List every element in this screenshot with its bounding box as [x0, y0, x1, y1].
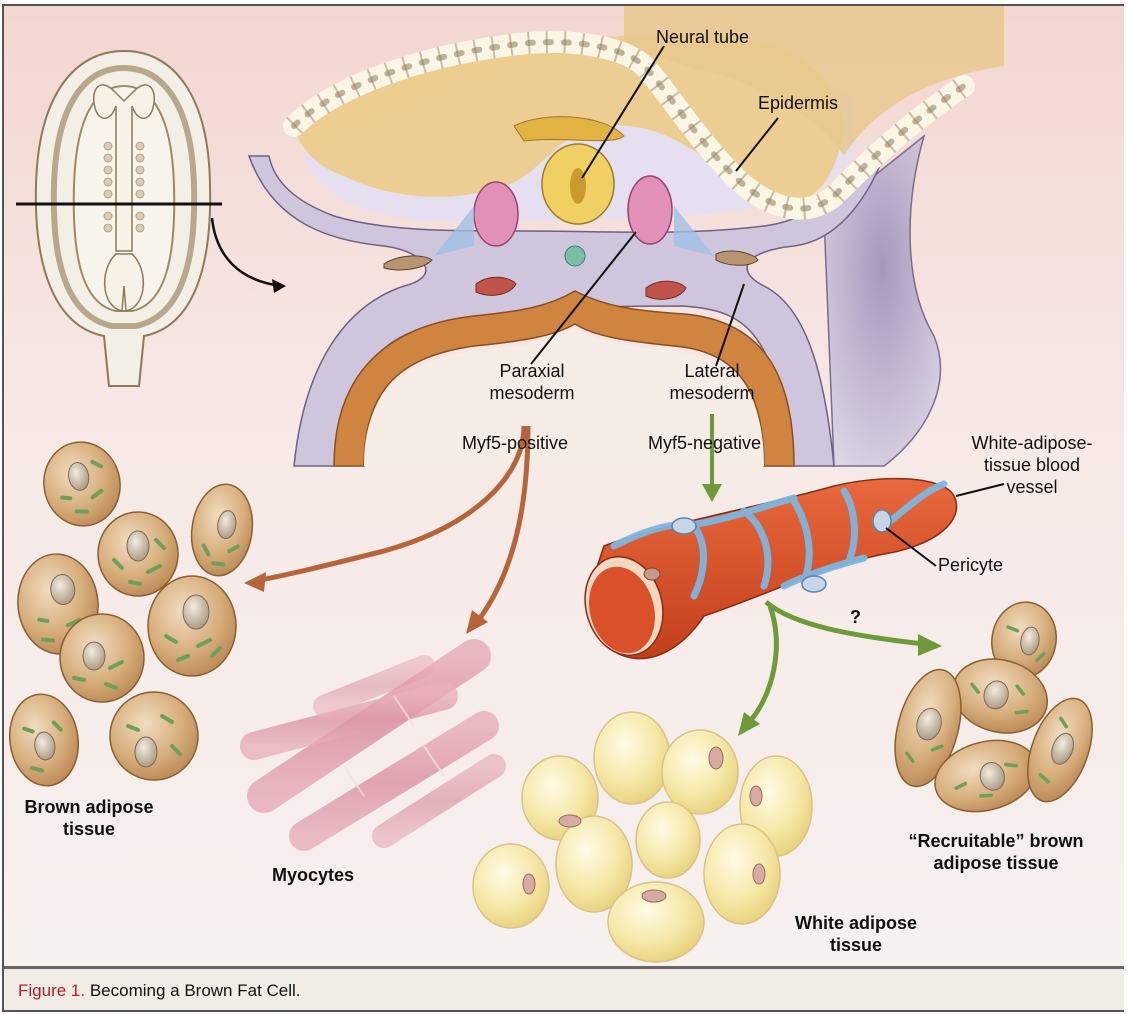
label-brown-adipose-line1: Brown adipose: [24, 797, 154, 817]
label-question-mark: ?: [850, 607, 861, 627]
arrowhead-white-adipose: [738, 712, 760, 736]
label-epidermis: Epidermis: [758, 93, 839, 113]
vessel-leader: [955, 483, 1005, 497]
figure-illustration: [4, 6, 1124, 966]
label-recruitable-brown-adipose: “Recruitable” brown adipose tissue: [896, 830, 1096, 874]
label-lateral-mesoderm: Lateral mesoderm: [662, 360, 762, 404]
label-wat-vessel-line2: tissue blood: [983, 455, 1081, 475]
arrowhead-brown-adipose: [244, 572, 266, 592]
embryo-cross-section: [247, 6, 1004, 467]
label-paraxial-line2: mesoderm: [489, 383, 575, 403]
blood-vessel: [584, 477, 958, 660]
somite-left: [473, 181, 519, 247]
label-paraxial-mesoderm: Paraxial mesoderm: [482, 360, 582, 404]
label-recruitable-line1: “Recruitable” brown: [908, 831, 1084, 851]
label-neural-tube: Neural tube: [656, 27, 750, 47]
arrowhead-myocytes: [466, 610, 488, 634]
neural-tube-leader: [581, 45, 665, 179]
label-myocytes: Myocytes: [272, 865, 355, 885]
label-wat-vessel-line3: vessel: [1006, 477, 1058, 497]
label-brown-adipose-tissue: Brown adipose tissue: [14, 796, 164, 840]
figure-title: Becoming a Brown Fat Cell.: [89, 981, 301, 1000]
label-paraxial-line1: Paraxial: [499, 361, 565, 381]
figure-number: Figure 1.: [18, 981, 86, 1000]
arrowhead-recruitable: [918, 634, 942, 656]
brown-adipose-cells: [8, 441, 254, 787]
arrow-to-white-adipose: [744, 605, 779, 728]
section-arrow: [210, 217, 283, 288]
embryo-dorsal-view: [34, 49, 212, 387]
paraxial-leader: [530, 231, 637, 365]
pericyte-nuclei: [671, 509, 892, 593]
label-white-adipose-line2: tissue: [829, 935, 883, 955]
label-wat-blood-vessel: White-adipose- tissue blood vessel: [962, 432, 1102, 498]
epidermis-leader: [735, 117, 779, 172]
label-lateral-line2: mesoderm: [669, 383, 755, 403]
arrowhead-vessel: [702, 484, 722, 502]
pericyte-processes: [610, 480, 948, 600]
caption-bar: Figure 1. Becoming a Brown Fat Cell.: [4, 966, 1124, 1010]
arrow-to-brown-adipose: [253, 425, 527, 584]
label-wat-vessel-line1: White-adipose-: [971, 433, 1093, 453]
label-myf5-positive: Myf5-positive: [462, 433, 569, 453]
label-pericyte: Pericyte: [938, 555, 1004, 575]
recruitable-brown-cells: [894, 601, 1093, 813]
somite-right: [627, 175, 673, 245]
arrow-to-recruitable: [764, 600, 925, 647]
lateral-leader: [715, 283, 745, 367]
white-adipose-cells: [472, 711, 813, 963]
label-myf5-negative: Myf5-negative: [648, 433, 762, 453]
label-lateral-line1: Lateral: [684, 361, 740, 381]
myocytes-fibers: [240, 639, 506, 851]
label-white-adipose-tissue: White adipose tissue: [786, 912, 926, 956]
arrow-to-myocytes: [472, 425, 531, 628]
section-arrowhead: [272, 279, 286, 293]
figure-caption: Figure 1. Becoming a Brown Fat Cell.: [18, 981, 301, 1001]
pericyte-leader: [885, 527, 937, 567]
label-brown-adipose-line2: tissue: [62, 819, 116, 839]
label-recruitable-line2: adipose tissue: [933, 853, 1059, 873]
label-white-adipose-line1: White adipose: [794, 913, 917, 933]
